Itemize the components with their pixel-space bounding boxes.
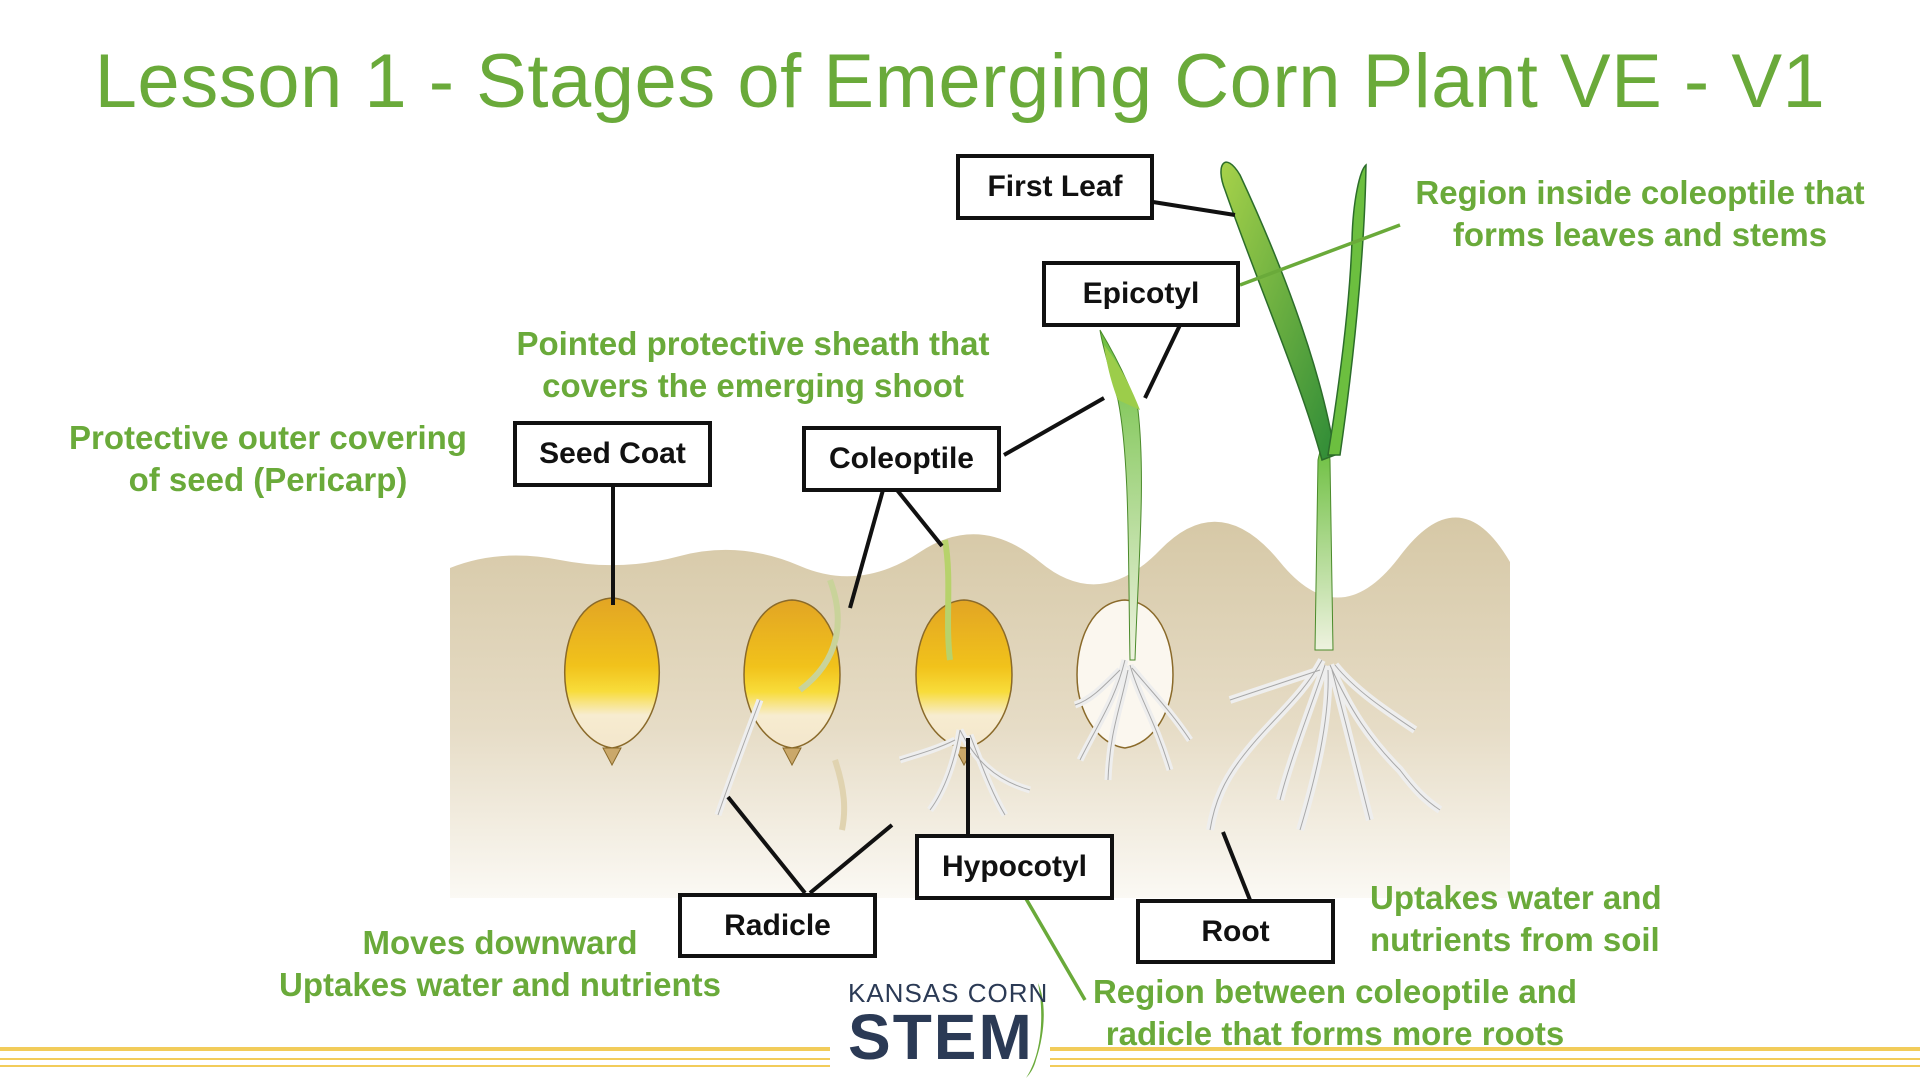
label-seed-coat: Seed Coat [513,421,712,487]
desc-seed-coat-line2: of seed (Pericarp) [38,459,498,501]
label-hypocotyl-text: Hypocotyl [942,850,1087,884]
leader-coleoptile-b [897,490,942,546]
page-title: Lesson 1 - Stages of Emerging Corn Plant… [0,38,1920,125]
label-coleoptile-text: Coleoptile [829,442,974,476]
desc-seed-coat: Protective outer covering of seed (Peric… [38,417,498,501]
desc-epicotyl: Region inside coleoptile that forms leav… [1380,172,1900,256]
label-first-leaf-text: First Leaf [987,170,1122,204]
label-hypocotyl: Hypocotyl [915,834,1114,900]
label-epicotyl: Epicotyl [1042,261,1240,327]
logo-line2: STEM [848,1000,1034,1074]
desc-coleoptile-line2: covers the emerging shoot [493,365,1013,407]
leader-epicotyl-to-coleoptile [1004,398,1104,455]
leader-epicotyl [1145,325,1180,398]
label-root-text: Root [1201,915,1269,949]
label-root: Root [1136,899,1335,964]
desc-epicotyl-line1: Region inside coleoptile that [1380,172,1900,214]
desc-radicle: Moves downward Uptakes water and nutrien… [250,922,750,1006]
label-first-leaf: First Leaf [956,154,1154,220]
desc-coleoptile: Pointed protective sheath that covers th… [493,323,1013,407]
desc-radicle-line2: Uptakes water and nutrients [250,964,750,1006]
desc-epicotyl-line2: forms leaves and stems [1380,214,1900,256]
desc-hypocotyl-line1: Region between coleoptile and [1070,971,1600,1013]
desc-hypocotyl-line2: radicle that forms more roots [1070,1013,1600,1055]
desc-root-line2: nutrients from soil [1370,919,1700,961]
desc-root: Uptakes water and nutrients from soil [1370,877,1700,961]
desc-seed-coat-line1: Protective outer covering [38,417,498,459]
label-coleoptile: Coleoptile [802,426,1001,492]
desc-hypocotyl: Region between coleoptile and radicle th… [1070,971,1600,1055]
kansas-corn-stem-logo: KANSAS CORN STEM [848,978,1080,1078]
label-epicotyl-text: Epicotyl [1083,277,1200,311]
desc-root-line1: Uptakes water and [1370,877,1700,919]
leader-first-leaf [1153,202,1235,215]
desc-coleoptile-line1: Pointed protective sheath that [493,323,1013,365]
label-seed-coat-text: Seed Coat [539,437,686,471]
desc-radicle-line1: Moves downward [250,922,750,964]
